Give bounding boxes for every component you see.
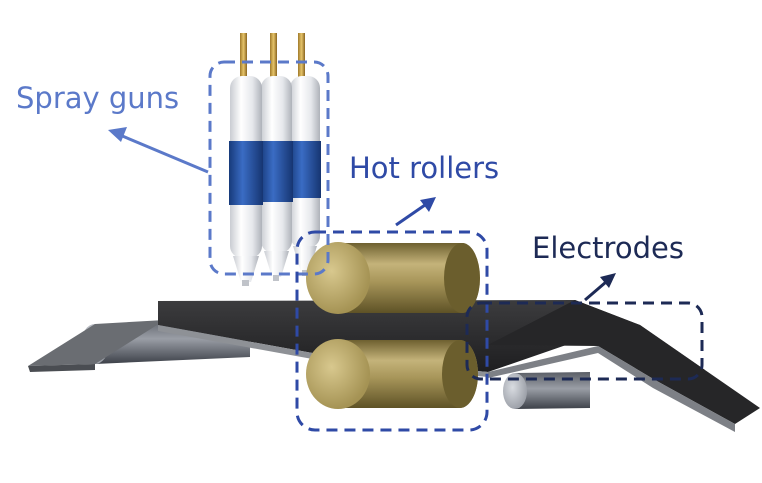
hot-rollers-arrow xyxy=(395,197,436,227)
hot-rollers xyxy=(306,242,480,409)
spray-guns-label: Spray guns xyxy=(16,81,179,115)
spray-guns xyxy=(229,33,321,286)
electrodes-arrow xyxy=(584,273,616,302)
hot-rollers-label: Hot rollers xyxy=(349,151,499,185)
electrodes-dashed-box xyxy=(465,301,704,381)
spray-gun xyxy=(229,33,263,286)
right-support-roller xyxy=(503,372,590,409)
upper-hot-roller xyxy=(306,242,480,314)
electrodes-label: Electrodes xyxy=(532,231,684,265)
spray-guns-arrow xyxy=(108,127,209,174)
lower-hot-roller xyxy=(306,339,478,409)
hot-rollers-dashed-box xyxy=(295,230,489,432)
spray-gun xyxy=(260,33,293,281)
spray-guns-dashed-box xyxy=(208,60,330,276)
spray-gun xyxy=(289,33,321,276)
